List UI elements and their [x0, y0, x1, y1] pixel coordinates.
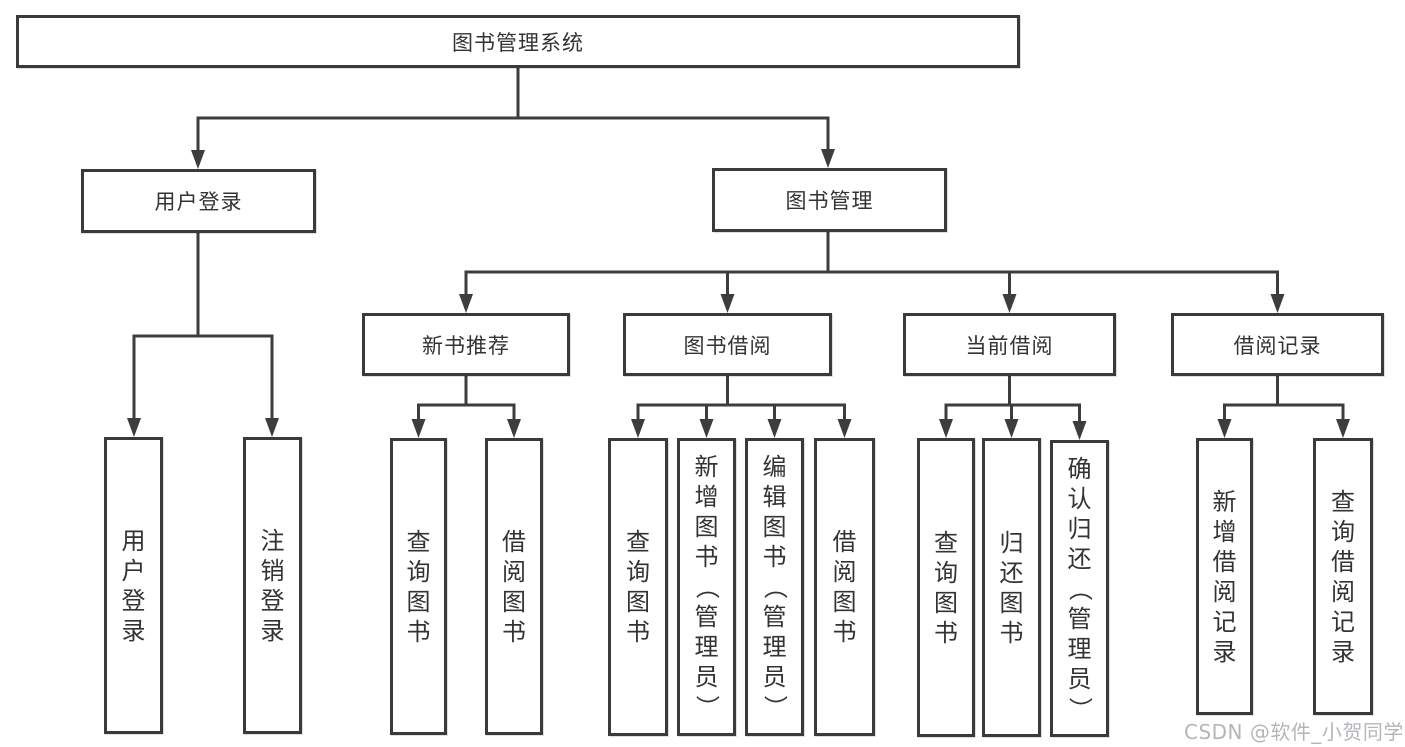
node-root-system: 图书管理系统: [16, 15, 1020, 68]
csdn-watermark: CSDN @软件_小贺同学: [1184, 720, 1404, 744]
leaf-add-books-admin-label: 新增图书（管理员）: [692, 453, 721, 719]
leaf-logout-label: 注销登录: [260, 526, 285, 645]
leaf-return-books: 归还图书: [982, 438, 1041, 737]
leaf-edit-books-admin: 编辑图书（管理员）: [745, 438, 804, 736]
node-new-book-recommend: 新书推荐: [362, 313, 570, 376]
leaf-add-borrow-record-label: 新增借阅记录: [1212, 487, 1237, 666]
node-root-system-label: 图书管理系统: [452, 30, 584, 55]
leaf-borrow-books-borrowing-label: 借阅图书: [832, 528, 857, 646]
leaf-logout: 注销登录: [243, 437, 302, 734]
node-borrowing-records-label: 借阅记录: [1233, 333, 1322, 358]
node-book-borrowing-label: 图书借阅: [683, 333, 772, 358]
leaf-borrow-books-recommend-label: 借阅图书: [502, 527, 526, 646]
leaf-add-books-admin: 新增图书（管理员）: [677, 438, 736, 736]
leaf-borrow-books-borrowing: 借阅图书: [814, 438, 875, 736]
node-new-book-recommend-label: 新书推荐: [422, 333, 510, 358]
node-book-borrowing: 图书借阅: [623, 313, 832, 376]
leaf-user-login: 用户登录: [104, 437, 163, 734]
leaf-borrow-books-recommend: 借阅图书: [485, 438, 543, 735]
leaf-confirm-return-admin: 确认归还（管理员）: [1050, 440, 1109, 737]
leaf-query-borrow-record-label: 查询借阅记录: [1331, 487, 1355, 666]
node-user-login-label: 用户登录: [154, 190, 243, 214]
leaf-edit-books-admin-label: 编辑图书（管理员）: [760, 453, 789, 719]
leaf-query-books-current: 查询图书: [917, 438, 975, 737]
node-borrowing-records: 借阅记录: [1171, 313, 1384, 376]
node-current-borrowing-label: 当前借阅: [965, 333, 1054, 358]
node-current-borrowing: 当前借阅: [903, 313, 1116, 376]
node-book-management-label: 图书管理: [785, 189, 874, 213]
leaf-query-borrow-record: 查询借阅记录: [1313, 438, 1373, 715]
leaf-user-login-label: 用户登录: [121, 526, 146, 645]
leaf-query-books-borrowing: 查询图书: [608, 438, 668, 736]
leaf-query-books-recommend-label: 查询图书: [406, 527, 431, 646]
leaf-query-books-current-label: 查询图书: [934, 528, 958, 647]
leaf-confirm-return-admin-label: 确认归还（管理员）: [1065, 454, 1094, 721]
leaf-query-books-recommend: 查询图书: [390, 438, 447, 735]
node-book-management: 图书管理: [712, 168, 947, 232]
leaf-add-borrow-record: 新增借阅记录: [1196, 438, 1253, 715]
leaf-return-books-label: 归还图书: [999, 528, 1024, 647]
node-user-login: 用户登录: [81, 169, 316, 233]
leaf-query-books-borrowing-label: 查询图书: [626, 528, 650, 646]
